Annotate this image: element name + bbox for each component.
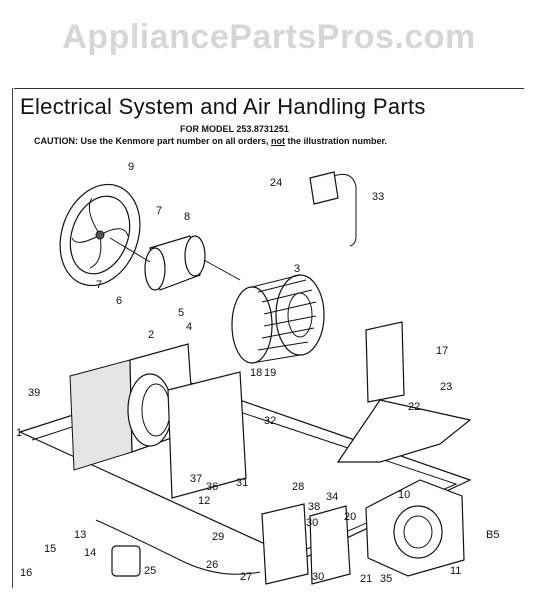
callout-label: 7 — [96, 279, 102, 291]
callout-label: 37 — [190, 473, 202, 485]
callout-label: 39 — [28, 387, 40, 399]
fan-motor — [109, 235, 241, 291]
capacitor — [111, 545, 141, 577]
caution-emphasis: not — [271, 136, 286, 146]
callout-label: 26 — [206, 559, 218, 571]
callout-label: 4 — [186, 321, 192, 333]
callout-label: 17 — [436, 345, 448, 357]
header-rule — [14, 88, 524, 89]
watermark: AppliancePartsPros.com — [62, 18, 476, 56]
callout-label: B5 — [486, 529, 499, 541]
caution-suffix: the illustration number. — [285, 136, 388, 146]
callout-label: 5 — [178, 307, 184, 319]
callout-label: 30 — [306, 517, 318, 529]
page-left-border — [12, 88, 13, 588]
callout-label: 23 — [440, 381, 452, 393]
scroll-housing — [69, 343, 195, 471]
callout-label: 3 — [294, 263, 300, 275]
callout-label: 12 — [198, 495, 210, 507]
callout-label: 14 — [84, 547, 96, 559]
callout-label: 19 — [264, 367, 276, 379]
model-line: FOR MODEL 253.8731251 — [180, 124, 289, 134]
air-duct — [336, 399, 472, 463]
callout-label: 16 — [20, 567, 32, 579]
control-bracket — [261, 503, 309, 585]
callout-label: 24 — [270, 177, 282, 189]
callout-label: 30 — [312, 571, 324, 583]
callout-labels: 9 7 8 24 33 3 7 6 5 4 2 17 39 18 19 23 2… — [16, 161, 499, 585]
blower-wheel — [231, 274, 325, 364]
callout-label: 31 — [236, 477, 248, 489]
callout-label: 13 — [74, 529, 86, 541]
callout-label: 8 — [184, 211, 190, 223]
callout-label: 36 — [206, 481, 218, 493]
callout-label: 9 — [128, 161, 134, 173]
callout-label: 21 — [360, 573, 372, 585]
caution-note: CAUTION: Use the Kenmore part number on … — [34, 136, 387, 146]
wire-harness — [95, 519, 261, 575]
callout-label: 18 — [250, 367, 262, 379]
callout-label: 25 — [144, 565, 156, 577]
callout-label: 29 — [212, 531, 224, 543]
cover-panel — [365, 321, 405, 403]
callout-label: 34 — [326, 491, 338, 503]
callout-label: 2 — [148, 329, 154, 341]
callout-label: 10 — [398, 489, 410, 501]
callout-label: 1 — [16, 427, 22, 439]
partition-panel — [167, 371, 247, 499]
callout-label: 33 — [372, 191, 384, 203]
callout-label: 7 — [156, 205, 162, 217]
blower-housing — [365, 479, 465, 577]
callout-label: 20 — [344, 511, 356, 523]
switch-plate — [309, 505, 351, 585]
callout-label: 27 — [240, 571, 252, 583]
callout-label: 11 — [450, 565, 461, 577]
diagram-title: Electrical System and Air Handling Parts — [20, 94, 426, 119]
callout-label: 6 — [116, 295, 122, 307]
fan-blade — [59, 183, 141, 287]
bracket-and-wire — [309, 171, 357, 247]
callout-label: 28 — [292, 481, 304, 493]
callout-label: 15 — [44, 543, 56, 555]
callout-label: 38 — [308, 501, 320, 513]
caution-prefix: CAUTION: Use the Kenmore part number on … — [34, 136, 272, 146]
callout-label: 22 — [408, 401, 420, 413]
callout-label: 32 — [264, 415, 276, 427]
callout-label: 35 — [380, 573, 392, 585]
